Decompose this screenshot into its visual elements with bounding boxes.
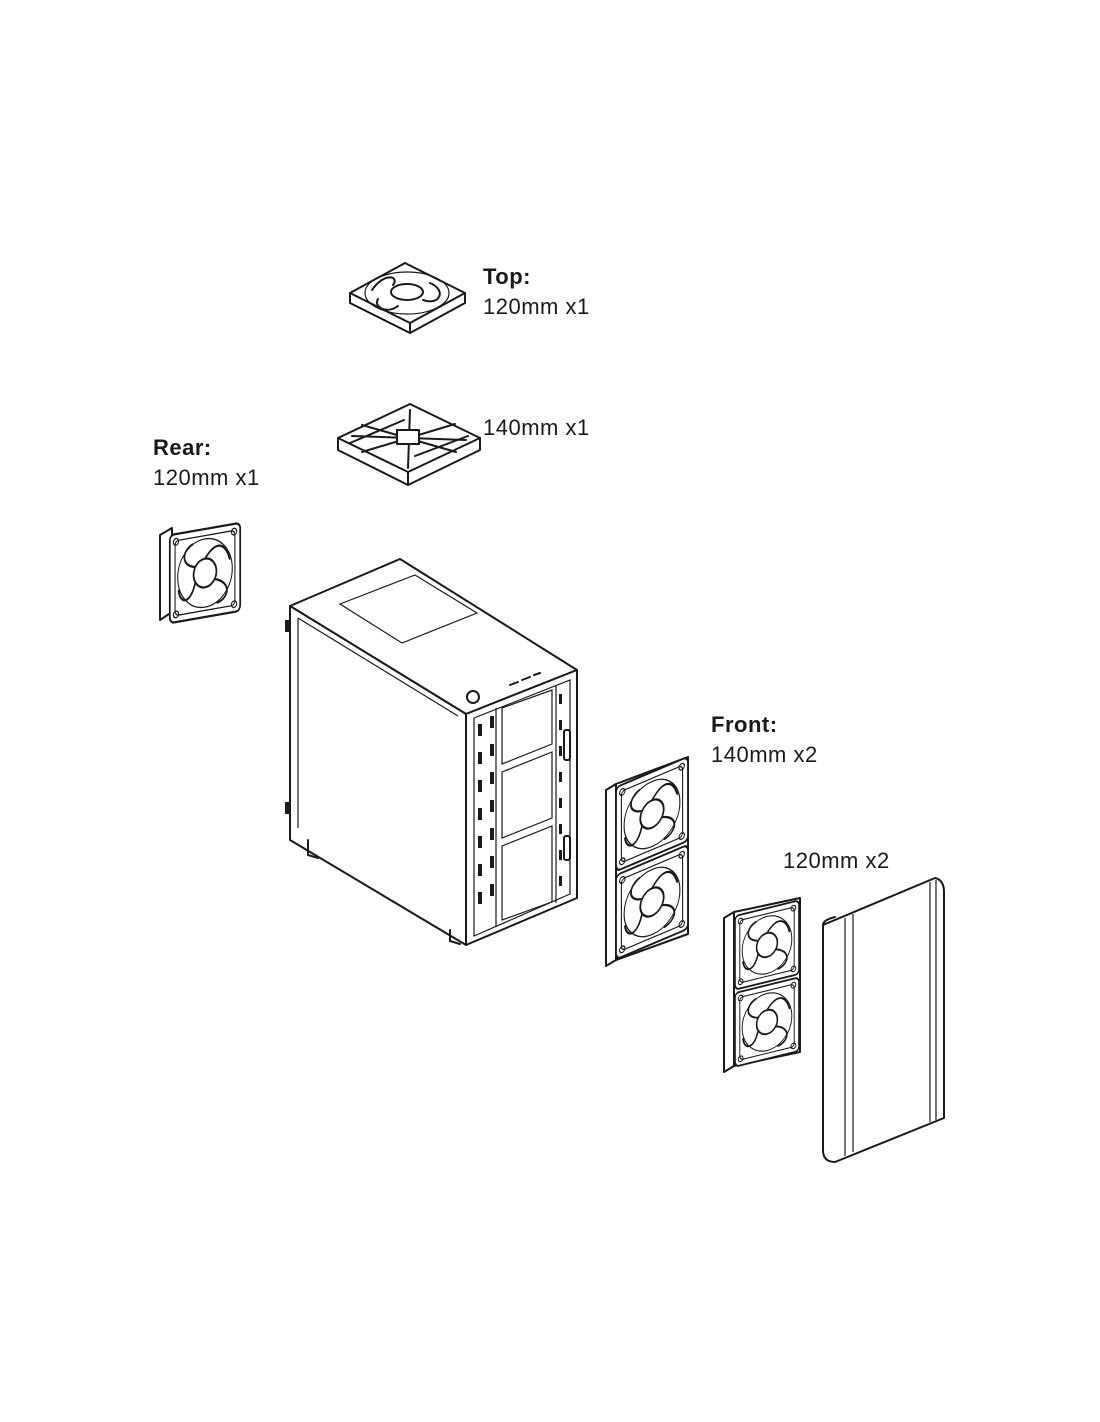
rear-heading: Rear: xyxy=(153,435,212,460)
top-fan-140-icon xyxy=(337,403,481,486)
front-140-value: 140mm x2 xyxy=(711,742,818,767)
top-120-value: 120mm x1 xyxy=(483,294,590,319)
front-fan-140-stack-icon xyxy=(605,755,690,967)
front-120-label: 120mm x2 xyxy=(783,846,890,876)
top-140-value: 140mm x1 xyxy=(483,415,590,440)
top-heading: Top: xyxy=(483,264,532,289)
top-140-label: 140mm x1 xyxy=(483,413,590,443)
top-fan-120-icon xyxy=(349,262,466,334)
pc-case xyxy=(285,558,578,946)
front-panel xyxy=(822,877,945,1163)
front-label: Front: 140mm x2 xyxy=(711,710,818,770)
top-label: Top: 120mm x1 xyxy=(483,262,590,322)
rear-label: Rear: 120mm x1 xyxy=(153,433,260,493)
front-120-value: 120mm x2 xyxy=(783,848,890,873)
rear-fan-120-icon xyxy=(159,521,242,625)
front-heading: Front: xyxy=(711,712,778,737)
front-fan-120-stack-icon xyxy=(723,897,801,1073)
rear-value: 120mm x1 xyxy=(153,465,260,490)
